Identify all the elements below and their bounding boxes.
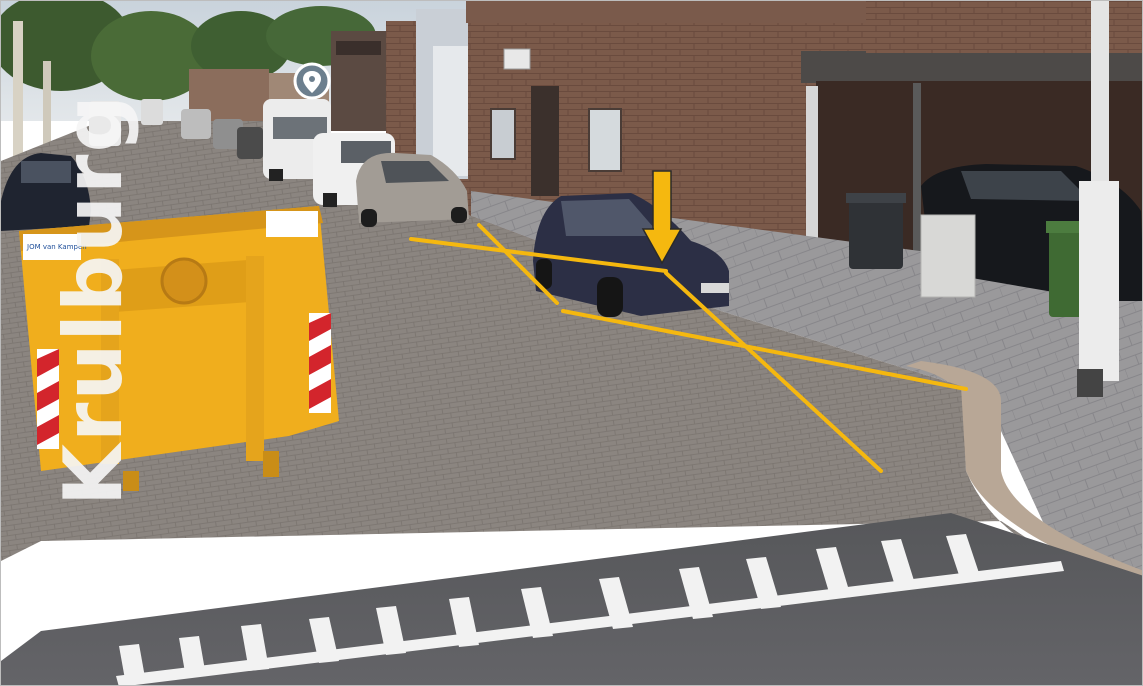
distant-cars [89, 99, 263, 159]
hazard-stripes-left [37, 349, 59, 449]
lamp-post [1077, 1, 1119, 397]
annotation-arrow-down [641, 170, 683, 265]
yellow-skip [19, 206, 339, 491]
skip-company-label: JOM van Kampen [26, 243, 87, 251]
trees [1, 1, 376, 231]
dark-car-left [1, 153, 91, 231]
silver-car [356, 152, 469, 227]
location-pin-icon[interactable] [293, 62, 331, 100]
utility-box [920, 214, 976, 298]
curb-right [906, 361, 1142, 586]
road-marking-teeth [116, 534, 1064, 685]
asphalt-road [1, 513, 1142, 685]
hazard-stripes-right [309, 313, 331, 413]
street-name-label: Krulburg [47, 93, 140, 506]
annotation-cross-lines [409, 223, 968, 473]
